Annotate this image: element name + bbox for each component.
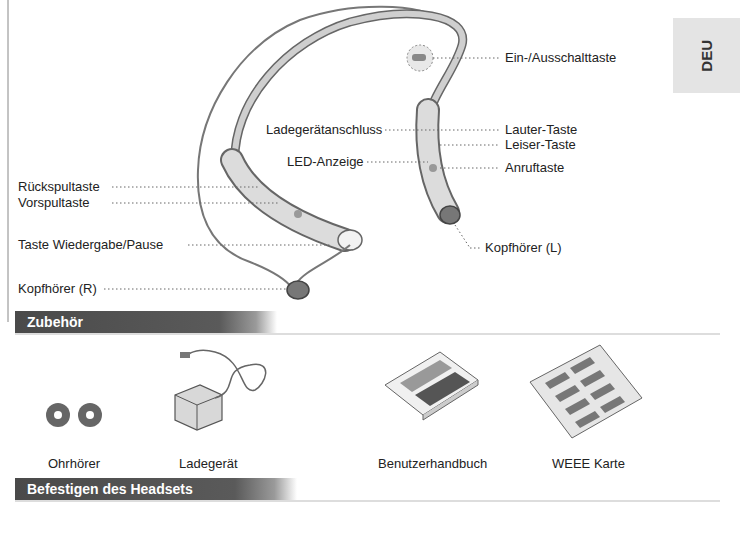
part-label: Lauter-Taste xyxy=(505,122,577,137)
part-label: Taste Wiedergabe/Pause xyxy=(18,237,163,252)
part-label: Kopfhörer (L) xyxy=(485,240,562,255)
earbud-dock xyxy=(338,230,362,250)
headset-body xyxy=(427,110,448,212)
language-code: DEU xyxy=(698,40,715,72)
ear-tip xyxy=(86,411,94,419)
button xyxy=(429,164,437,172)
headset-body xyxy=(427,110,448,212)
part-label: Ladegerätanschluss xyxy=(266,122,382,137)
earbud xyxy=(287,281,309,299)
accessory-caption: WEEE Karte xyxy=(552,456,625,471)
headset-body xyxy=(232,160,345,240)
part-label: Leiser-Taste xyxy=(505,137,576,152)
language-tab: DEU xyxy=(673,18,740,93)
section-heading: Zubehör xyxy=(27,314,83,330)
ear-tip xyxy=(46,403,70,427)
leader-lines xyxy=(104,58,500,289)
charger xyxy=(175,350,266,430)
part-label: LED-Anzeige xyxy=(287,154,364,169)
button xyxy=(294,210,302,218)
part-label: Rückspultaste xyxy=(18,179,100,194)
zoom-circle xyxy=(407,45,433,71)
rule-line xyxy=(15,501,720,502)
accessory-caption: Ladegerät xyxy=(179,456,238,471)
accessory-caption: Ohrhörer xyxy=(48,456,100,471)
section-band: Zubehör xyxy=(15,311,277,333)
part-label: Vorspultaste xyxy=(18,195,90,210)
part-label: Ein-/Ausschalttaste xyxy=(505,50,616,65)
weee-card xyxy=(530,345,642,438)
frame-line xyxy=(8,0,9,322)
section-heading: Befestigen des Headsets xyxy=(27,481,193,497)
rule-line xyxy=(15,334,720,335)
power-button xyxy=(412,54,426,61)
part-label: Kopfhörer (R) xyxy=(18,281,97,296)
part-label: Anruftaste xyxy=(505,160,564,175)
cable xyxy=(296,245,350,284)
ear-tip xyxy=(78,403,102,427)
section-band: Befestigen des Headsets xyxy=(15,478,297,500)
accessory-caption: Benutzerhandbuch xyxy=(378,456,487,471)
ear-tip xyxy=(54,411,62,419)
headset-body xyxy=(232,160,345,240)
earbud xyxy=(440,206,460,224)
user-manual xyxy=(385,352,478,420)
